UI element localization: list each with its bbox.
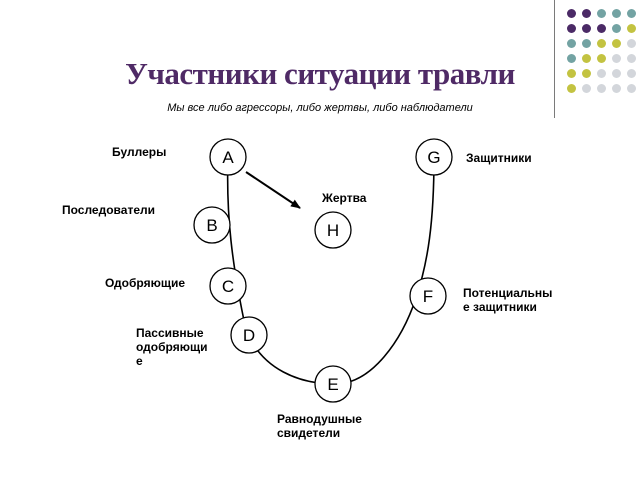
decorative-dot [582, 84, 591, 93]
node-e-letter: E [327, 375, 338, 394]
node-c-letter: C [222, 277, 234, 296]
node-h-letter: H [327, 221, 339, 240]
node-b: B [193, 206, 231, 244]
node-d: D [230, 316, 268, 354]
node-f-letter: F [423, 287, 433, 306]
decorative-dot [567, 24, 576, 33]
decorative-dot [567, 69, 576, 78]
decorative-dot [567, 84, 576, 93]
label-indifferent-witnesses: Равнодушные свидетели [277, 412, 362, 440]
decorative-vertical-line [554, 0, 555, 118]
decorative-dot [612, 24, 621, 33]
label-potential-defenders-line: Потенциальны [463, 286, 553, 300]
node-g: G [415, 138, 453, 176]
label-passive-approvers-line: одобряющи [136, 340, 208, 354]
node-c: C [209, 267, 247, 305]
decorative-dot [612, 84, 621, 93]
decorative-dot [582, 9, 591, 18]
slide-title: Участники ситуации травли [125, 56, 515, 91]
decorative-dot [597, 84, 606, 93]
decorative-dot [612, 39, 621, 48]
label-indifferent-witnesses-line: свидетели [277, 426, 341, 440]
label-indifferent-witnesses-line: Равнодушные [277, 412, 362, 426]
decorative-dot [567, 39, 576, 48]
slide-subtitle: Мы все либо агрессоры, либо жертвы, либо… [167, 102, 473, 114]
decorative-dot [597, 54, 606, 63]
node-a-letter: A [222, 148, 234, 167]
label-passive-approvers-line: Пассивные [136, 326, 204, 340]
node-g-letter: G [427, 148, 440, 167]
decorative-dot [582, 69, 591, 78]
node-e: E [314, 365, 352, 403]
label-passive-approvers: Пассивные одобряющи е [136, 326, 207, 368]
decorative-dot [627, 24, 636, 33]
node-b-letter: B [206, 216, 217, 235]
decorative-dot [612, 9, 621, 18]
label-passive-approvers-line: е [136, 354, 143, 368]
node-a: A [209, 138, 247, 176]
arrow-a-to-h [245, 171, 301, 209]
node-f: F [409, 277, 447, 315]
decorative-dot [582, 24, 591, 33]
decorative-dot [612, 69, 621, 78]
decorative-dot [627, 9, 636, 18]
label-bullies: Буллеры [112, 145, 167, 159]
decorative-dot [627, 54, 636, 63]
label-victim: Жертва [322, 191, 367, 205]
label-potential-defenders-line: е защитники [463, 300, 537, 314]
label-potential-defenders: Потенциальны е защитники [463, 286, 552, 314]
decorative-dot [627, 39, 636, 48]
decorative-dot [582, 54, 591, 63]
decorative-dot [582, 39, 591, 48]
label-followers: Последователи [62, 203, 155, 217]
decorative-dot [567, 9, 576, 18]
node-d-letter: D [243, 326, 255, 345]
decorative-dot [597, 9, 606, 18]
decorative-dot [567, 54, 576, 63]
node-h: H [314, 211, 352, 249]
decorative-dot [612, 54, 621, 63]
decorative-dot [597, 69, 606, 78]
label-approvers: Одобряющие [105, 276, 185, 290]
label-defenders: Защитники [466, 151, 532, 165]
decorative-dot [627, 69, 636, 78]
decorative-dot [597, 39, 606, 48]
decorative-dot [627, 84, 636, 93]
decorative-dot [597, 24, 606, 33]
